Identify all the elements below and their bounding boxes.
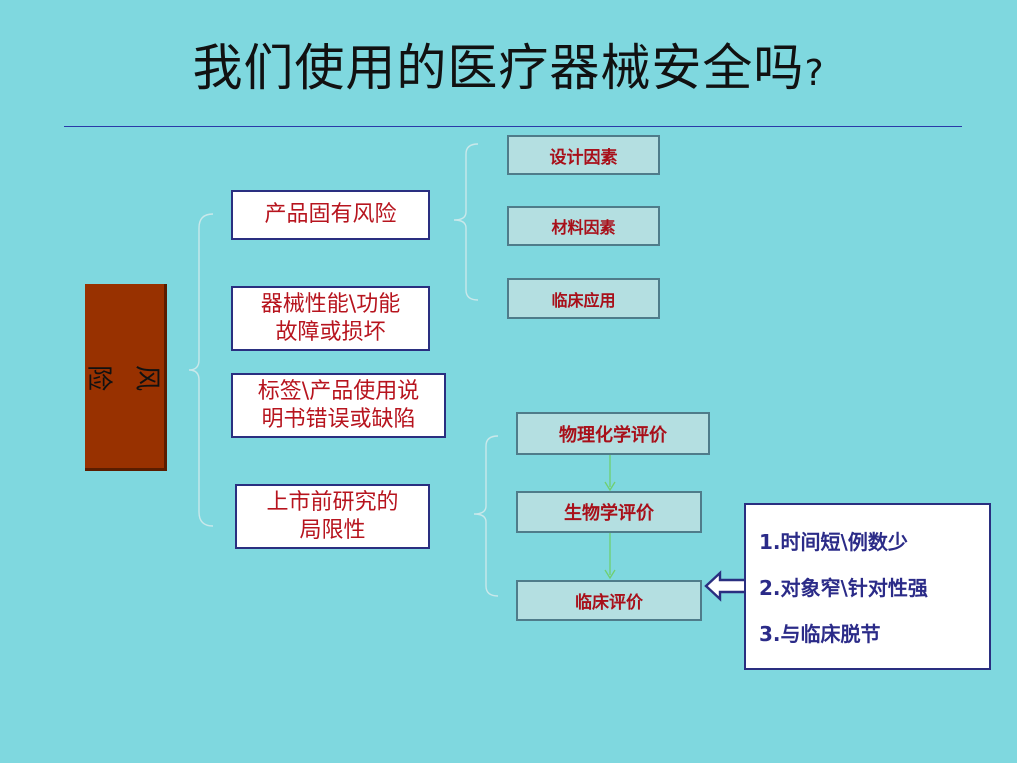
risk-item-label: 器械性能\功能: [260, 291, 401, 317]
title-question-mark: ?: [804, 53, 825, 94]
risk-item-premarket: 上市前研究的 局限性: [235, 484, 430, 549]
factors-brace: [453, 143, 479, 301]
factor-clinical-use: 临床应用: [507, 278, 660, 319]
eval-arrow-1: [604, 455, 616, 492]
risk-item-label: 局限性: [299, 517, 366, 543]
title-divider: [64, 126, 962, 127]
risk-block: 风险: [66, 284, 167, 471]
factor-design: 设计因素: [507, 135, 660, 175]
note-line: 2.对象窄\针对性强: [759, 576, 928, 600]
eval-biological: 生物学评价: [516, 491, 702, 533]
evaluation-label: 生物学评价: [564, 503, 654, 524]
risk-item-inherent: 产品固有风险: [231, 190, 430, 240]
eval-arrow-2: [604, 533, 616, 580]
risk-item-label: 上市前研究的: [266, 489, 399, 515]
risk-item-label: 明书错误或缺陷: [261, 406, 416, 432]
title-text: 我们使用的医疗器械安全吗: [192, 39, 805, 97]
factor-material: 材料因素: [507, 206, 660, 246]
note-line: 3.与临床脱节: [759, 622, 881, 646]
clinical-limitations-note: 1.时间短\例数少 2.对象窄\针对性强 3.与临床脱节: [744, 503, 991, 670]
factor-label: 材料因素: [551, 218, 616, 237]
eval-clinical: 临床评价: [516, 580, 702, 621]
left-arrow-icon: [704, 570, 748, 602]
eval-physchem: 物理化学评价: [516, 412, 710, 455]
evaluation-label: 临床评价: [575, 593, 643, 613]
risk-brace: [188, 213, 214, 527]
evaluation-label: 物理化学评价: [559, 424, 667, 446]
slide-title: 我们使用的医疗器械安全吗?: [0, 28, 1017, 100]
risk-item-label: 产品固有风险: [264, 202, 397, 227]
evaluations-brace: [473, 435, 499, 597]
factor-label: 临床应用: [551, 290, 616, 310]
risk-item-label: 标签\产品使用说: [257, 378, 420, 404]
risk-item-label: 故障或损坏: [275, 319, 386, 345]
risk-item-labeling: 标签\产品使用说 明书错误或缺陷: [231, 373, 446, 438]
note-line: 1.时间短\例数少: [759, 530, 908, 554]
factor-label: 设计因素: [549, 147, 618, 168]
risk-item-malfunction: 器械性能\功能 故障或损坏: [231, 286, 430, 351]
